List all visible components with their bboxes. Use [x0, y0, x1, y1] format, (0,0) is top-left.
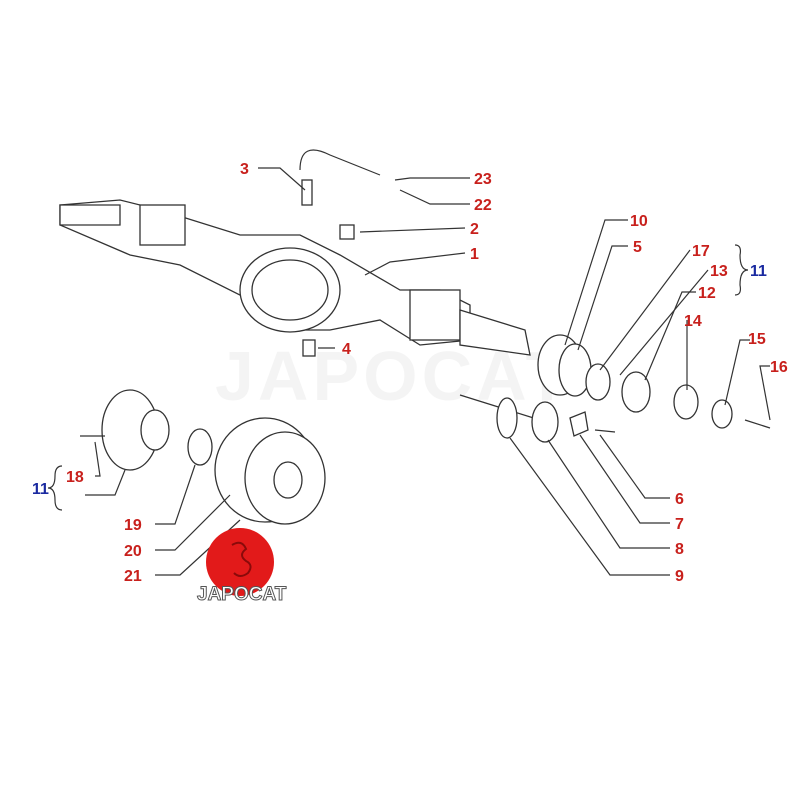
callout-12: 12 [698, 285, 716, 302]
breather-valve [301, 179, 313, 206]
leader-lines [47, 167, 771, 576]
callout-2: 2 [470, 221, 479, 238]
callout-23: 23 [474, 171, 492, 188]
callout-14: 14 [684, 313, 702, 330]
axle-housing [59, 199, 531, 356]
callout-9: 9 [675, 568, 684, 585]
callout-21: 21 [124, 568, 142, 585]
callout-22: 22 [474, 197, 492, 214]
callout-13: 13 [710, 263, 728, 280]
logo-text: JAPOCAT [197, 584, 287, 605]
hub-bearing [187, 428, 213, 466]
hub-bearing-set [537, 334, 771, 429]
callout-3: 3 [240, 161, 249, 178]
drain-plug [302, 339, 316, 357]
shaft-flange [459, 394, 616, 443]
callout-1: 1 [470, 246, 479, 263]
callout-5: 5 [633, 239, 642, 256]
callout-7: 7 [675, 516, 684, 533]
callout-6: 6 [675, 491, 684, 508]
brake-drum [214, 417, 326, 525]
callout-17: 17 [692, 243, 710, 260]
fill-plug [339, 224, 355, 240]
wheel-hub [80, 389, 170, 471]
japocat-logo: JAPOCAT [197, 528, 287, 606]
callout-18: 18 [66, 469, 84, 486]
callout-8: 8 [675, 541, 684, 558]
callout-16: 16 [770, 359, 788, 376]
callout-4: 4 [342, 341, 351, 358]
group-callout-11-left: 11 [32, 481, 49, 498]
group-callout-11-right: 11 [750, 263, 767, 280]
breather-hose [299, 149, 381, 176]
callout-15: 15 [748, 331, 766, 348]
callout-19: 19 [124, 517, 142, 534]
callout-20: 20 [124, 543, 142, 560]
callout-10: 10 [630, 213, 648, 230]
